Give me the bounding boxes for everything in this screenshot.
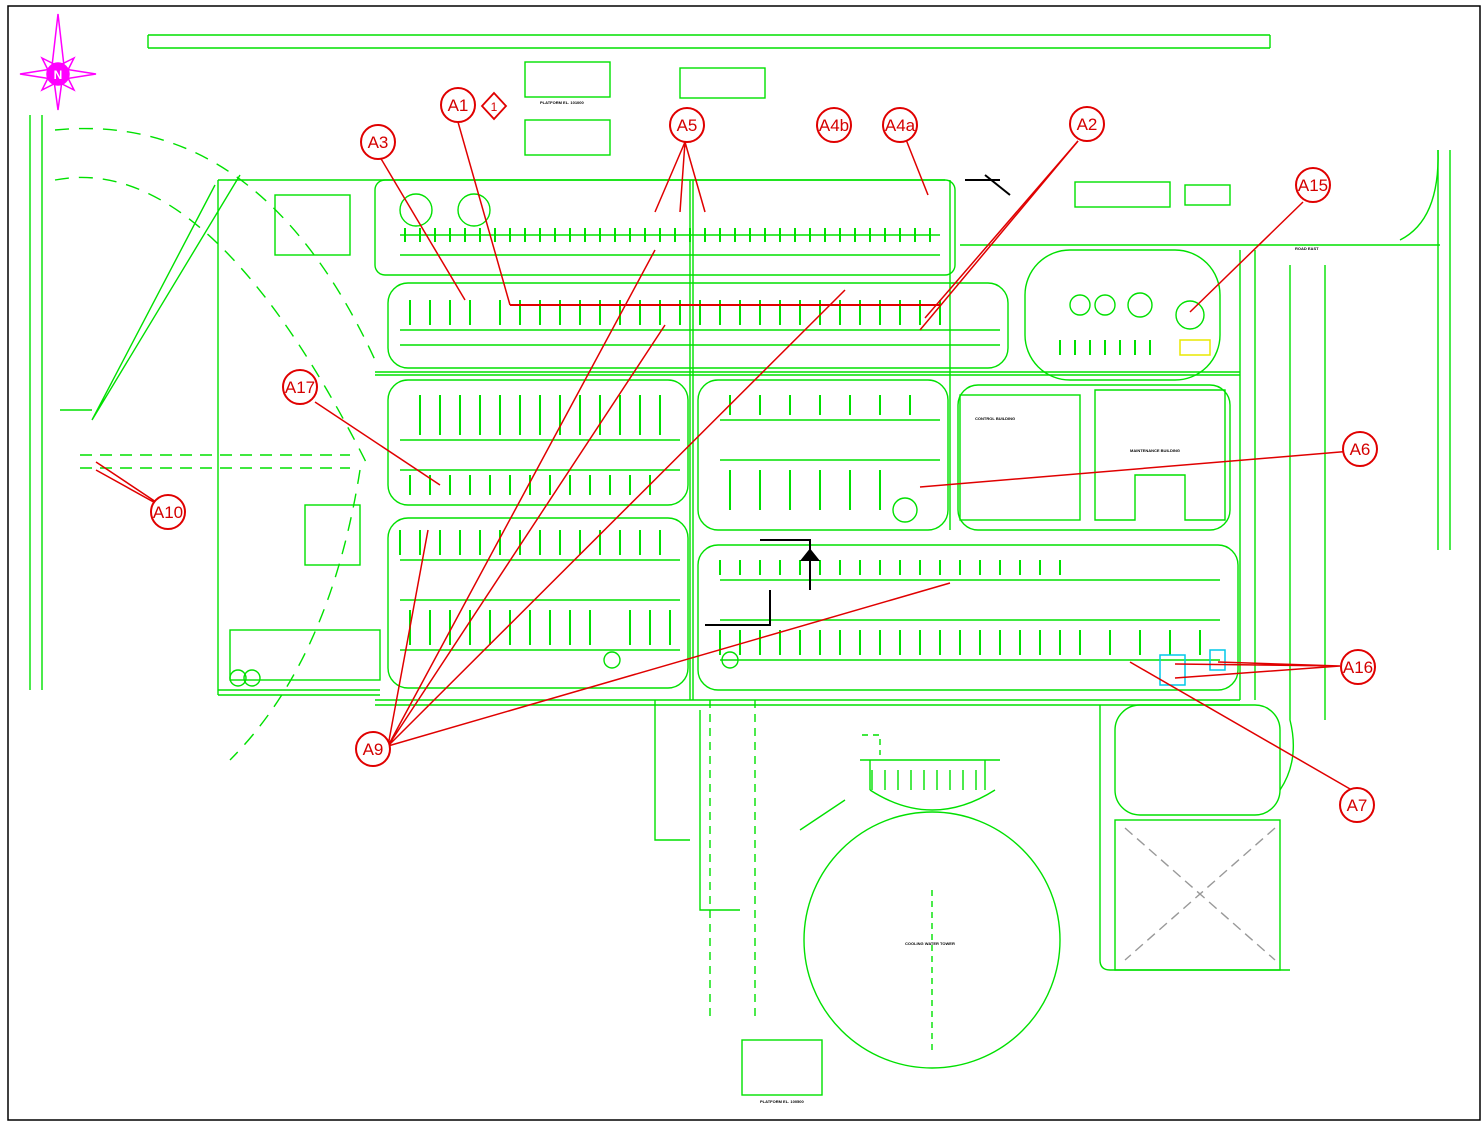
plant-labels: CONTROL BUILDING MAINTENANCE BUILDING CO…: [540, 100, 1319, 1104]
callout-a17-bubble[interactable]: [282, 369, 318, 405]
site-layout: [29, 34, 1451, 1096]
cyan-equipment-box-2: [1209, 649, 1226, 671]
callout-a3-bubble[interactable]: [360, 124, 396, 160]
road-east-label: ROAD EAST: [1295, 246, 1319, 251]
callout-a15-bubble[interactable]: [1295, 167, 1331, 203]
callout-a5-bubble[interactable]: [669, 107, 705, 143]
equipment-ticks: [399, 228, 1201, 655]
callout-a6-bubble[interactable]: [1342, 431, 1378, 467]
callout-labels: A1 A3 A5 A4b A4a A2 A15 A17 A6 A10 A16 A…: [153, 96, 1373, 815]
callout-a1-bubble[interactable]: [440, 87, 476, 123]
revision-marker: 1: [480, 91, 508, 121]
callout-a9: A9: [363, 740, 384, 759]
north-arrow: N: [19, 13, 97, 111]
callout-a2: A2: [1077, 115, 1098, 134]
callout-a10: A10: [153, 503, 183, 522]
callout-a7-bubble[interactable]: [1339, 787, 1375, 823]
callout-a4b-bubble[interactable]: [816, 107, 852, 143]
drawing-border: [7, 5, 1481, 1121]
callout-bubbles: [150, 87, 1378, 823]
yellow-equipment-box: [1179, 339, 1211, 356]
compass-star-icon: [19, 13, 97, 111]
platform-north-label: PLATFORM EL. 101000: [540, 100, 584, 105]
callout-a6: A6: [1350, 440, 1371, 459]
callout-a2-bubble[interactable]: [1069, 106, 1105, 142]
callout-a10-bubble[interactable]: [150, 494, 186, 530]
callout-leaders: [95, 121, 1358, 794]
cyan-equipment-box: [1159, 654, 1186, 686]
callout-a16-bubble[interactable]: [1340, 649, 1376, 685]
callout-a15: A15: [1298, 176, 1328, 195]
cooling-tower-label: COOLING WATER TOWER: [905, 941, 955, 946]
maintenance-building-label: MAINTENANCE BUILDING: [1130, 448, 1180, 453]
structural-lines: [705, 174, 1011, 626]
callout-a4a: A4a: [885, 116, 916, 135]
callout-a7: A7: [1347, 796, 1368, 815]
callout-a5: A5: [677, 116, 698, 135]
platform-south-label: PLATFORM EL. 100500: [760, 1099, 804, 1104]
callout-a3: A3: [368, 133, 389, 152]
callout-a4b: A4b: [819, 116, 849, 135]
callout-a9-bubble[interactable]: [355, 731, 391, 767]
callout-a16: A16: [1343, 658, 1373, 677]
callout-a1: A1: [448, 96, 469, 115]
callout-a17: A17: [285, 378, 315, 397]
revision-number: 1: [491, 100, 498, 114]
control-building-label: CONTROL BUILDING: [975, 416, 1015, 421]
callout-a4a-bubble[interactable]: [882, 107, 918, 143]
north-label: N: [54, 68, 63, 82]
